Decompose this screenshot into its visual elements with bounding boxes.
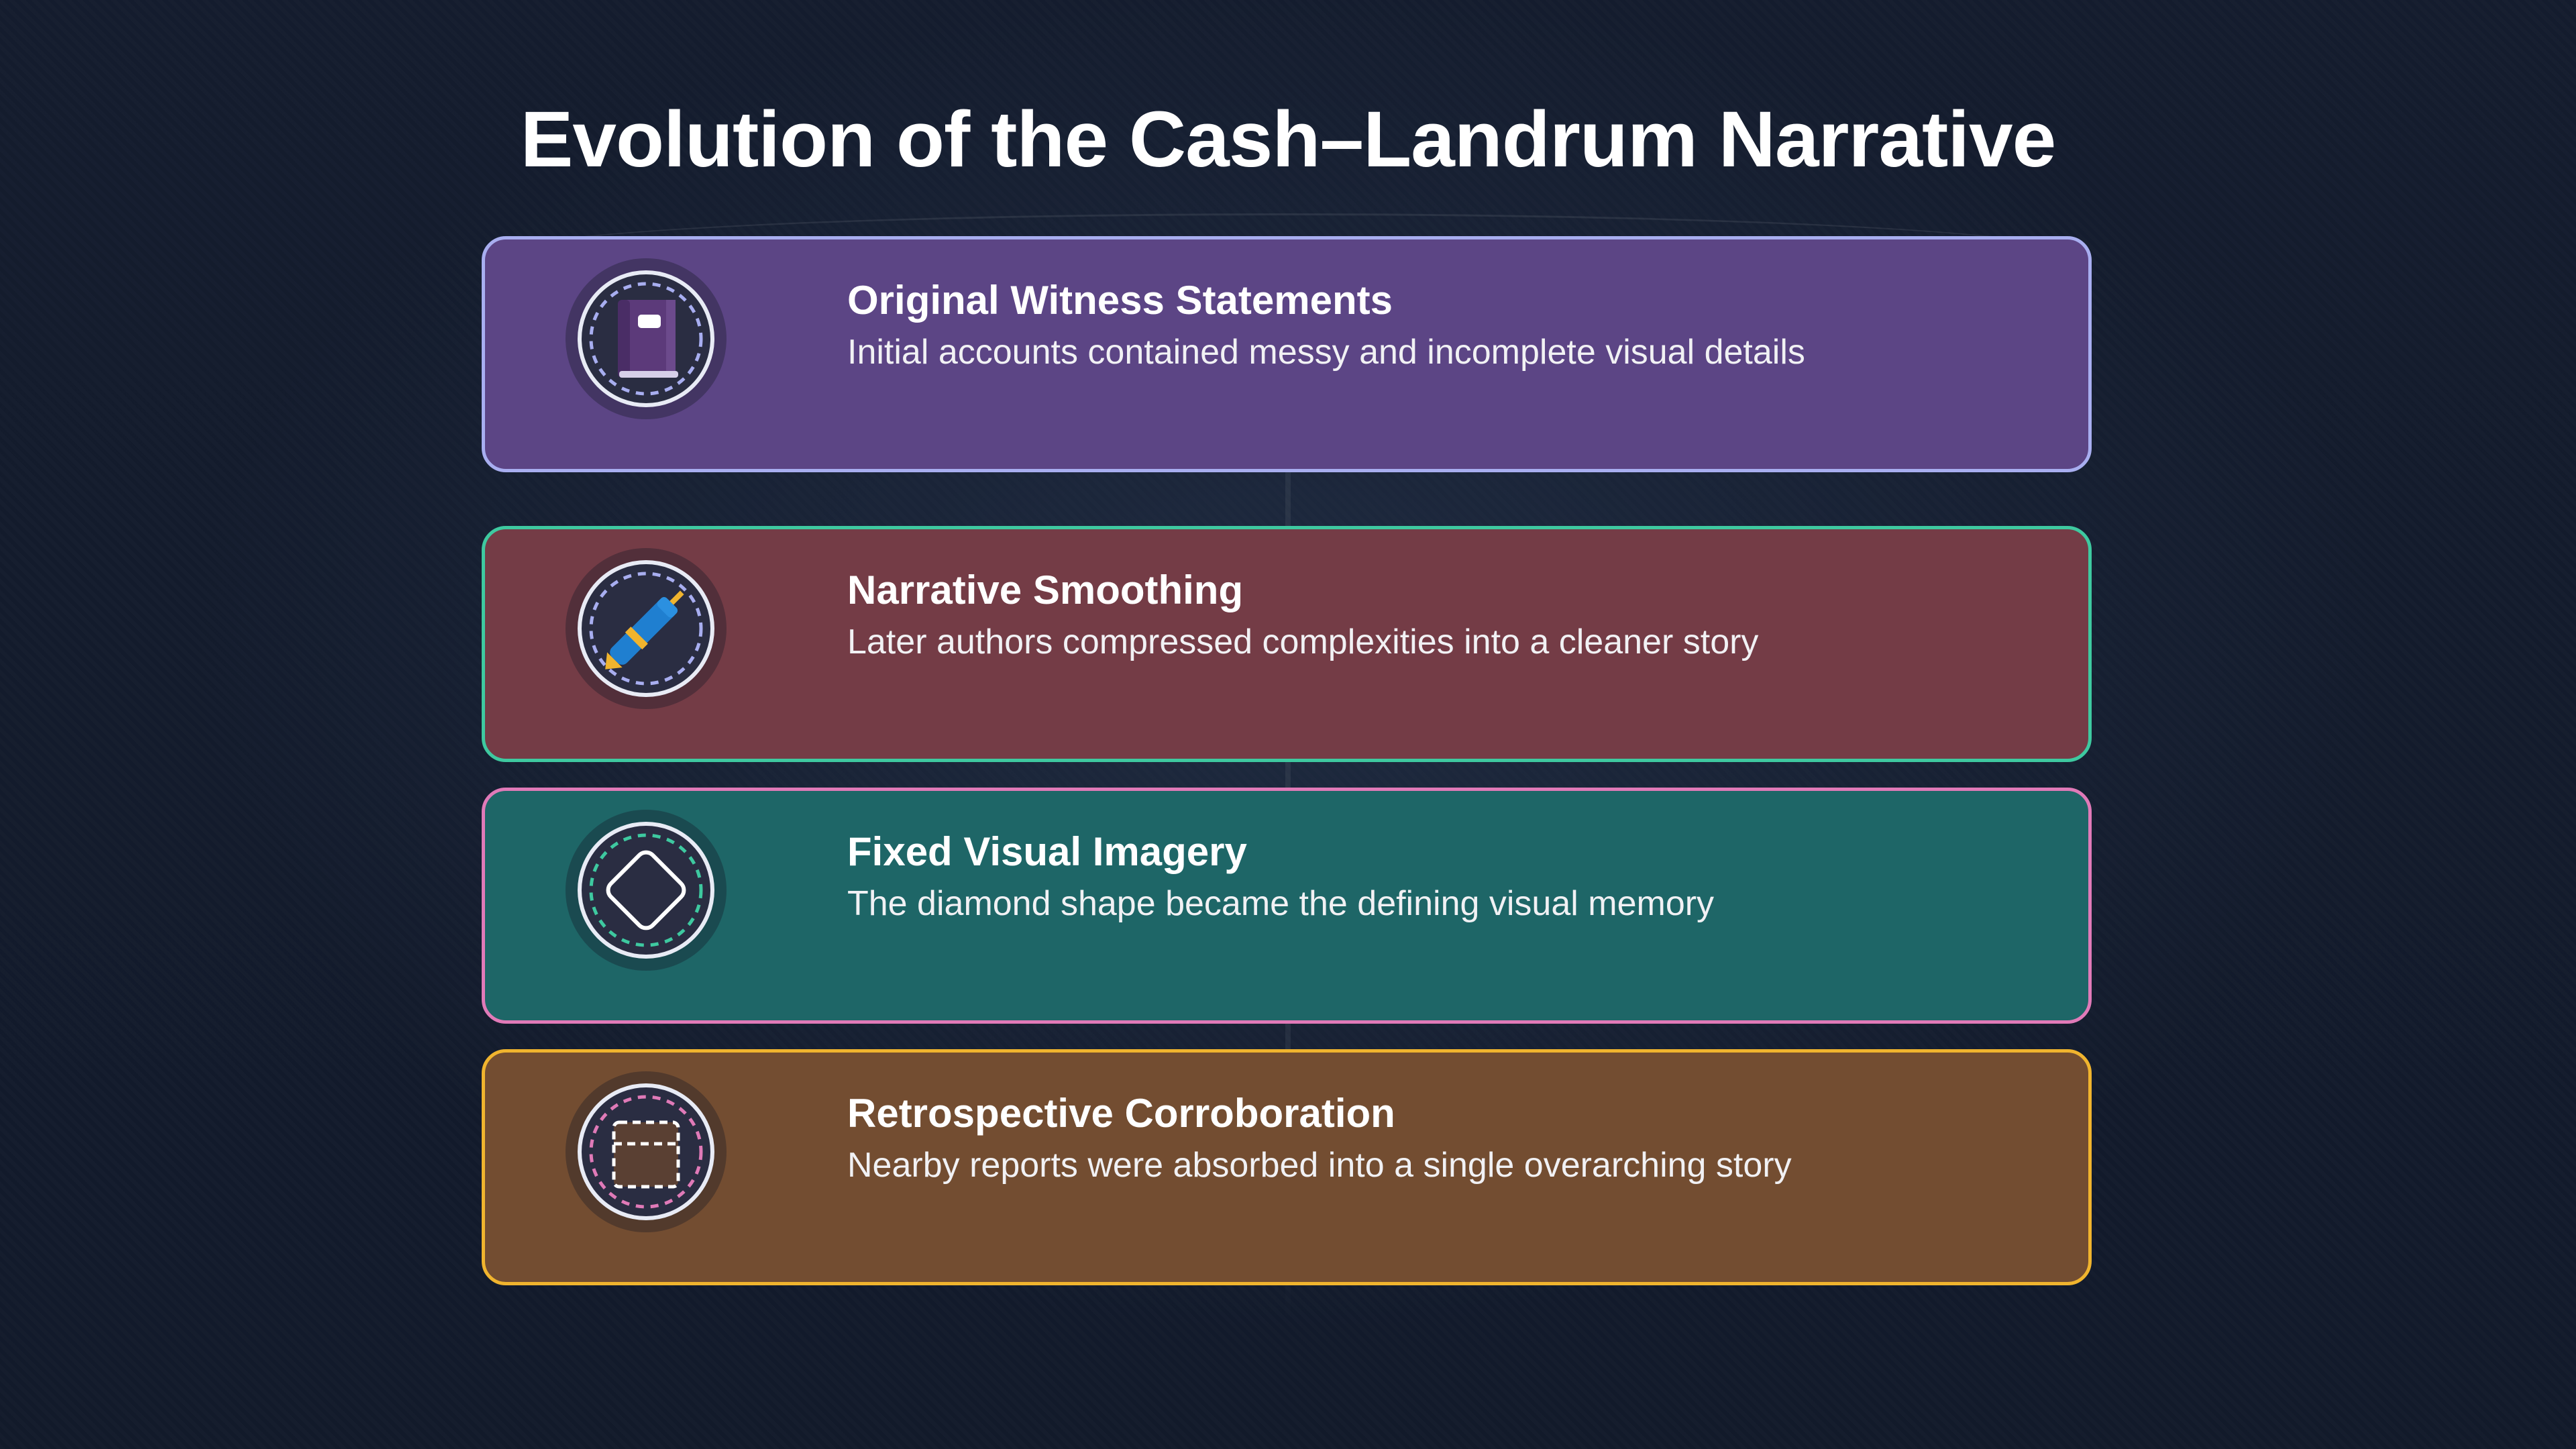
stage-heading: Original Witness Statements bbox=[847, 278, 1393, 323]
decorative-arc bbox=[496, 213, 2080, 256]
pen-icon bbox=[589, 572, 703, 686]
page-title: Evolution of the Cash–Landrum Narrative bbox=[520, 95, 2057, 184]
timeline-spine bbox=[1285, 221, 1291, 1322]
box-icon bbox=[589, 1095, 703, 1209]
stage-card-original-witness: Original Witness Statements Initial acco… bbox=[482, 236, 2092, 472]
stage-badge bbox=[566, 548, 727, 709]
stage-heading: Fixed Visual Imagery bbox=[847, 829, 1247, 874]
stage-description: Initial accounts contained messy and inc… bbox=[847, 333, 1805, 372]
stage-description: Nearby reports were absorbed into a sing… bbox=[847, 1146, 1792, 1185]
stage-heading: Narrative Smoothing bbox=[847, 568, 1244, 612]
stage-badge bbox=[566, 1071, 727, 1232]
stage-card-narrative-smoothing: Narrative Smoothing Later authors compre… bbox=[482, 526, 2092, 762]
stage-badge bbox=[566, 810, 727, 971]
stage-description: The diamond shape became the defining vi… bbox=[847, 884, 1715, 923]
stage-card-fixed-visual-imagery: Fixed Visual Imagery The diamond shape b… bbox=[482, 788, 2092, 1024]
diamond-icon bbox=[589, 833, 703, 947]
stage-description: Later authors compressed complexities in… bbox=[847, 623, 1759, 661]
book-icon bbox=[589, 282, 703, 396]
stage-badge bbox=[566, 258, 727, 419]
stage-heading: Retrospective Corroboration bbox=[847, 1091, 1395, 1136]
stage-card-retrospective-corroboration: Retrospective Corroboration Nearby repor… bbox=[482, 1049, 2092, 1285]
